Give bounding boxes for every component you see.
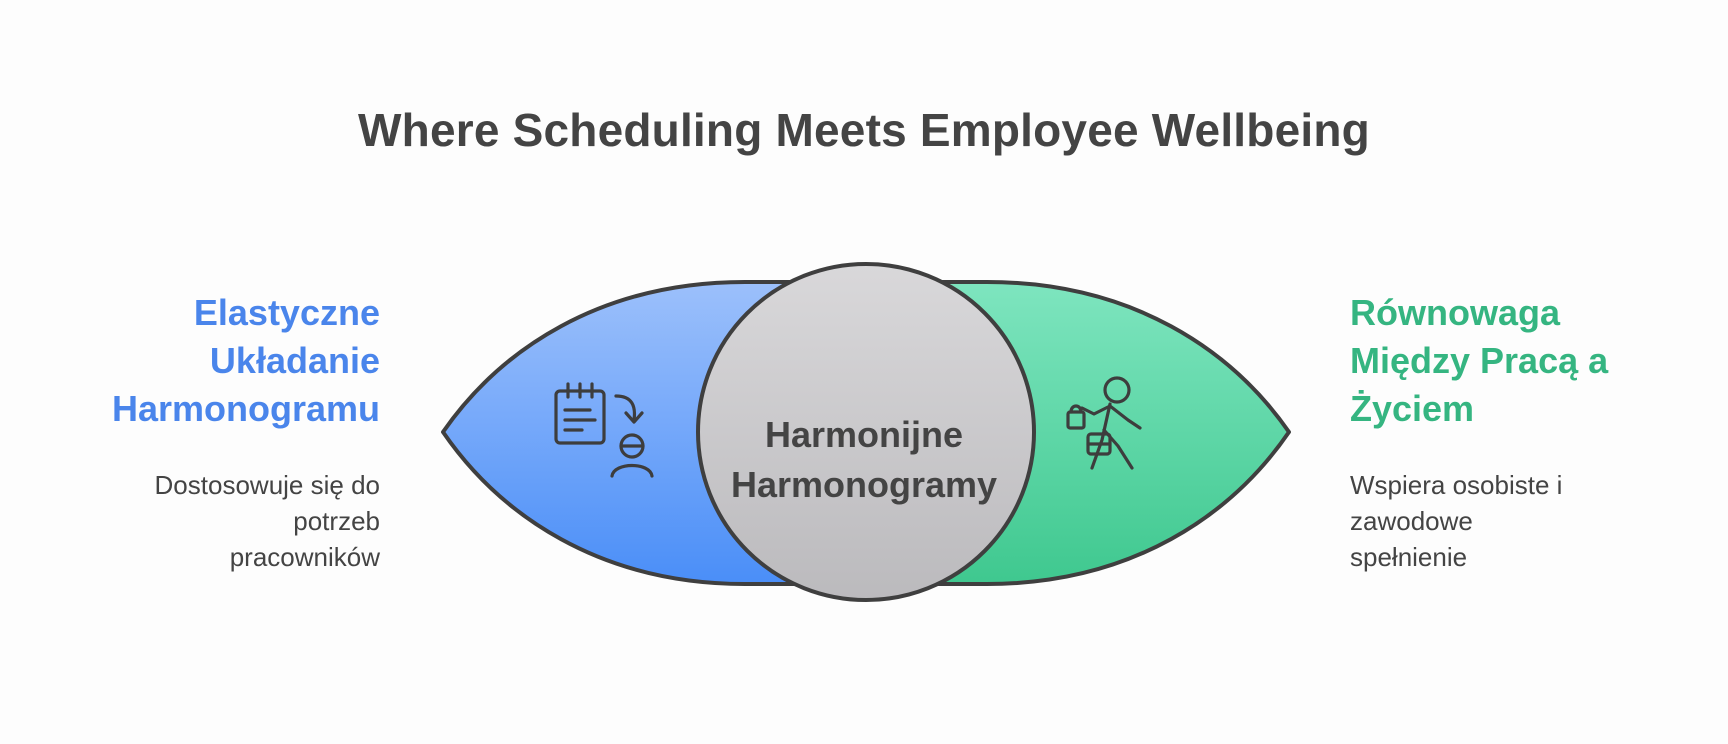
center-label-line: Harmonogramy (730, 464, 998, 505)
left-description: Dostosowuje się do potrzeb pracowników (80, 467, 380, 575)
walking-commuter-icon (1066, 376, 1142, 470)
right-title-line: Między Pracą a (1350, 340, 1609, 381)
left-title-line: Układanie (209, 340, 380, 381)
center-label-line: Harmonijne (764, 414, 964, 455)
left-description-line: Dostosowuje się do (154, 470, 380, 500)
right-description: Wspiera osobiste i zawodowe spełnienie (1350, 467, 1620, 575)
right-description-line: Wspiera osobiste i (1350, 470, 1563, 500)
right-title-line: Równowaga (1350, 292, 1561, 333)
page-title: Where Scheduling Meets Employee Wellbein… (358, 104, 1370, 156)
right-title-line: Życiem (1350, 388, 1475, 429)
center-circle (696, 262, 1036, 602)
left-description-line: potrzeb (293, 506, 380, 536)
schedule-person-icon (554, 382, 654, 478)
right-title: Równowaga Między Pracą a Życiem (1350, 289, 1680, 433)
right-description-line: zawodowe (1350, 506, 1473, 536)
left-title-line: Elastyczne (193, 292, 380, 333)
center-label: Harmonijne Harmonogramy (714, 410, 1014, 510)
left-description-line: pracowników (229, 542, 380, 572)
left-title-line: Harmonogramu (111, 388, 380, 429)
right-description-line: spełnienie (1350, 542, 1468, 572)
left-title: Elastyczne Układanie Harmonogramu (80, 289, 380, 433)
